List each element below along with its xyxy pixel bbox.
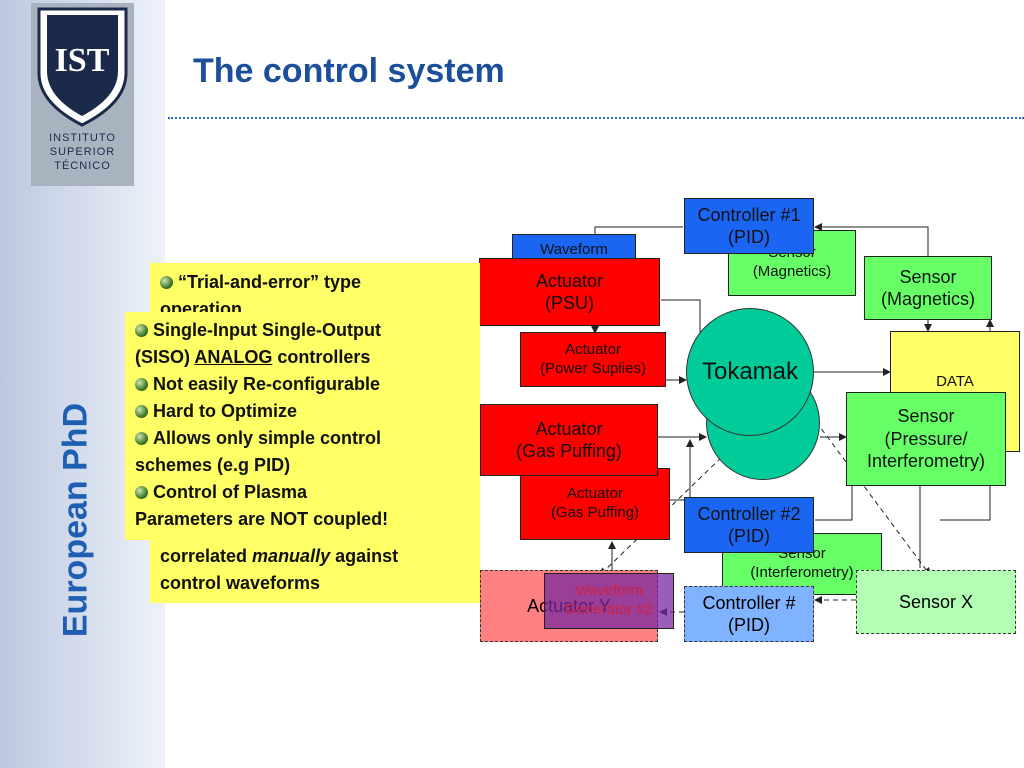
front-bullet-3: Hard to Optimize [135, 398, 453, 425]
logo-mark: IST [55, 42, 110, 79]
sensor-pressure-interferometry: Sensor (Pressure/ Interferometry) [846, 392, 1006, 486]
waveform-generator-2: Waveform Generator #2 [544, 573, 674, 629]
bullet-icon [135, 324, 148, 337]
front-bullet-5b: Parameters are NOT coupled! [135, 509, 389, 529]
actuator-power-supplies: Actuator (Power Suplies) [520, 332, 666, 387]
actuator-psu: Actuator (PSU) [479, 258, 660, 326]
bullet-icon [135, 378, 148, 391]
panel-back-line3: correlated manually against [160, 546, 399, 566]
dash-tok-sensorx [799, 399, 931, 576]
page-title: The control system [193, 52, 505, 90]
front-bullet-4b: schemes (e.g PID) [135, 455, 291, 475]
controller-1: Controller #1 (PID) [684, 198, 814, 254]
front-bullet-5: Control of Plasma [135, 479, 453, 506]
logo-text: INSTITUTO SUPERIOR TÉCNICO [49, 132, 116, 172]
title-divider [168, 117, 1024, 119]
front-bullet-1b: (SISO) ANALOG controllers [135, 347, 371, 367]
tokamak: Tokamak [686, 308, 814, 436]
front-bullet-2: Not easily Re-configurable [135, 371, 453, 398]
controller-2: Controller #2 (PID) [684, 497, 814, 553]
front-bullet-1: Single-Input Single-Output [135, 317, 453, 344]
bullet-icon [160, 276, 173, 289]
sensor-x: Sensor X [856, 570, 1016, 634]
shield-icon: IST [37, 7, 128, 127]
bullet-icon [135, 432, 148, 445]
front-bullet-4: Allows only simple control [135, 425, 453, 452]
bullet-icon [135, 405, 148, 418]
controller-n: Controller # (PID) [684, 586, 814, 642]
ist-logo: IST INSTITUTO SUPERIOR TÉCNICO [31, 3, 134, 186]
line-ctrl2-right [815, 486, 853, 521]
actuator-gas-puffing: Actuator (Gas Puffing) [480, 404, 658, 476]
bullet-icon [135, 486, 148, 499]
panel-front: Single-Input Single-Output (SISO) ANALOG… [125, 312, 463, 540]
actuator-gas-puffing-back: Actuator (Gas Puffing) [520, 468, 670, 540]
panel-back-line4: control waveforms [160, 573, 321, 593]
line-loop-top [814, 223, 929, 256]
panel-back-line1: “Trial-and-error” type [160, 269, 470, 296]
sensor-magnetics: Sensor (Magnetics) [864, 256, 992, 320]
